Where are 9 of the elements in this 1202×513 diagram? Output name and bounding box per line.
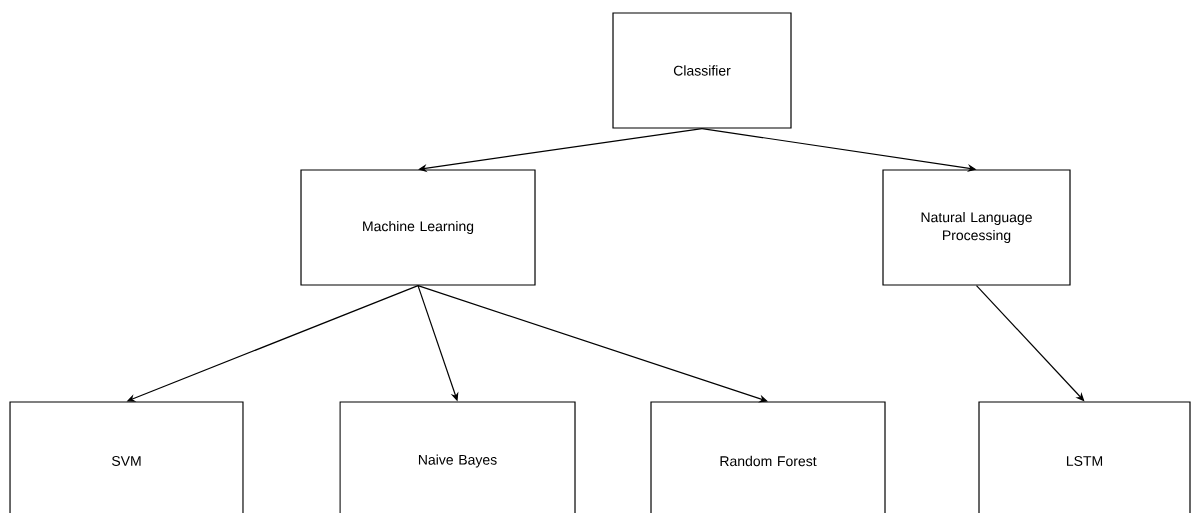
process-box: Natural Language Processing [882,169,1071,286]
process-box: Naive Bayes [339,401,576,513]
arrow [418,128,703,173]
process-box: Machine Learning [300,169,536,286]
arrow [417,285,768,403]
process-box: Random Forest [650,401,886,513]
process-box: Classifier [612,12,792,129]
process-box: LSTM [978,401,1191,513]
process-box: SVM [9,401,244,513]
